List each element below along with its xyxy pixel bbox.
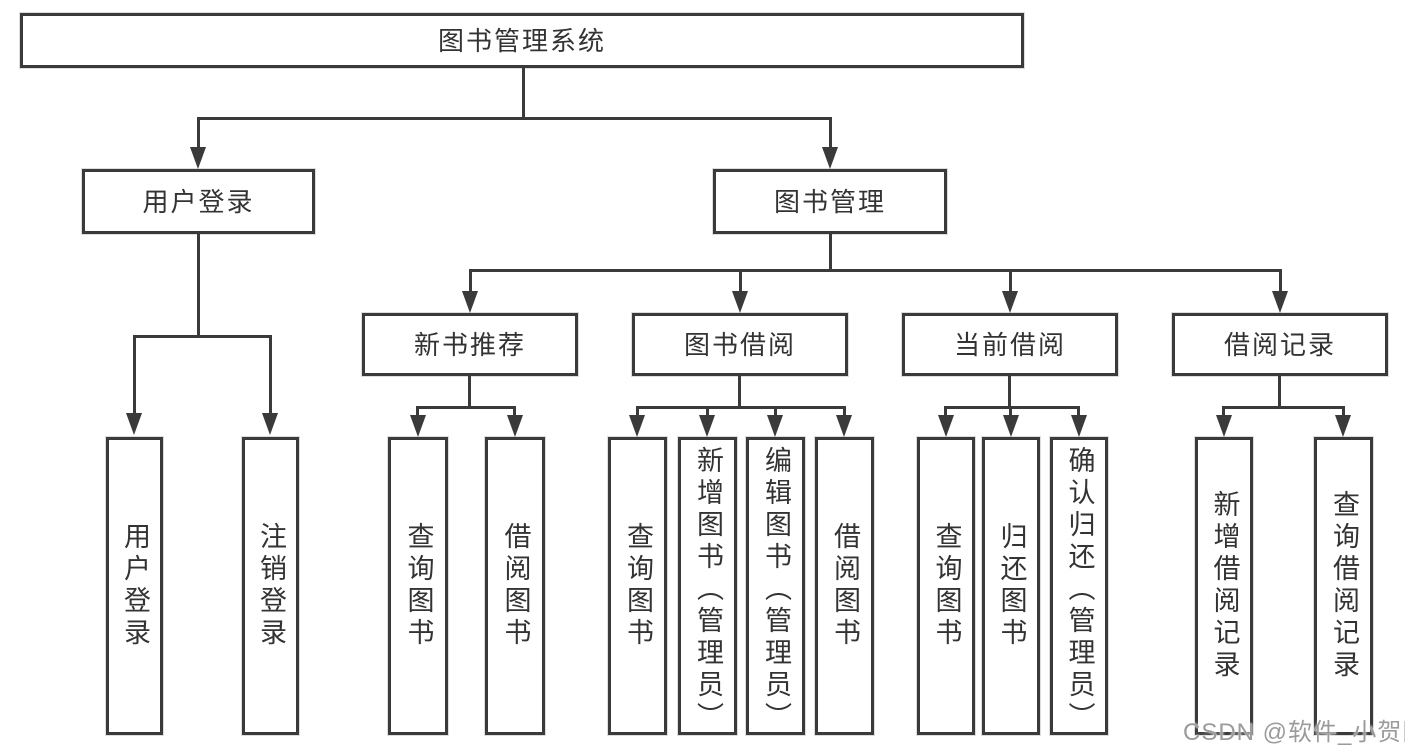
arrow-down-icon <box>822 147 838 169</box>
arrow-down-icon <box>262 413 278 435</box>
arrow-down-icon <box>1071 415 1087 437</box>
connector-root-stem <box>522 68 525 119</box>
connector-drop-user-login <box>197 117 200 149</box>
connector-drop-br-query <box>1342 406 1345 420</box>
connector-drop-bb-edit <box>774 406 777 420</box>
node-book-management: 图书管理 <box>713 169 947 234</box>
arrow-down-icon <box>190 147 206 169</box>
leaf-cb-query-books: 查询图书 <box>917 437 975 735</box>
leaf-bb-add-books-admin: 新增图书（管理员） <box>678 437 737 735</box>
connector-drop-cb-return <box>1009 406 1012 420</box>
connector-book-borrow-stem <box>738 376 741 409</box>
leaf-br-add-record: 新增借阅记录 <box>1195 437 1253 735</box>
arrow-down-icon <box>1003 415 1019 437</box>
connector-drop-borrow-record <box>1279 269 1282 293</box>
leaf-nb-query-books: 查询图书 <box>388 437 448 735</box>
arrow-down-icon <box>410 415 426 437</box>
node-new-book-recommend: 新书推荐 <box>362 313 578 376</box>
connector-drop-book-mgmt <box>829 117 832 149</box>
connector-drop-ul-logout <box>269 335 272 417</box>
connector-user-login-branch <box>133 335 272 338</box>
connector-drop-nb-query <box>416 406 419 420</box>
arrow-down-icon <box>1272 291 1288 313</box>
arrow-down-icon <box>732 291 748 313</box>
connector-drop-current-borrow <box>1009 269 1012 293</box>
arrow-down-icon <box>1216 415 1232 437</box>
leaf-bb-borrow-books: 借阅图书 <box>815 437 874 735</box>
arrow-down-icon <box>767 415 783 437</box>
arrow-down-icon <box>629 415 645 437</box>
connector-drop-nb-borrow <box>513 406 516 420</box>
arrow-down-icon <box>836 415 852 437</box>
connector-book-mgmt-branch <box>469 269 1281 272</box>
arrow-down-icon <box>507 415 523 437</box>
node-root-library-management-system: 图书管理系统 <box>20 13 1024 68</box>
leaf-nb-borrow-books: 借阅图书 <box>485 437 545 735</box>
connector-new-book-stem <box>468 376 471 409</box>
arrow-down-icon <box>1002 291 1018 313</box>
connector-drop-cb-confirm <box>1077 406 1080 420</box>
arrow-down-icon <box>699 415 715 437</box>
connector-root-branch <box>197 117 832 120</box>
connector-drop-new-book <box>469 269 472 293</box>
connector-borrow-record-stem <box>1278 376 1281 409</box>
leaf-cb-confirm-return-admin: 确认归还（管理员） <box>1050 437 1108 735</box>
leaf-bb-edit-books-admin: 编辑图书（管理员） <box>746 437 805 735</box>
node-user-login: 用户登录 <box>82 169 315 234</box>
connector-drop-bb-borrow <box>843 406 846 420</box>
leaf-br-query-record: 查询借阅记录 <box>1314 437 1373 735</box>
connector-book-borrow-branch <box>636 406 846 409</box>
leaf-logout: 注销登录 <box>242 437 299 735</box>
node-current-borrowing: 当前借阅 <box>902 313 1118 376</box>
connector-book-mgmt-stem <box>829 234 832 272</box>
leaf-user-login: 用户登录 <box>106 437 163 735</box>
connector-current-borrow-stem <box>1008 376 1011 409</box>
connector-drop-book-borrow <box>739 269 742 293</box>
csdn-watermark: CSDN @软件_小贺同学 <box>1183 719 1405 746</box>
connector-drop-bb-add <box>706 406 709 420</box>
connector-drop-cb-query <box>944 406 947 420</box>
leaf-cb-return-books: 归还图书 <box>982 437 1040 735</box>
arrow-down-icon <box>462 291 478 313</box>
connector-user-login-stem <box>197 234 200 338</box>
connector-new-book-branch <box>416 406 516 409</box>
arrow-down-icon <box>1335 415 1351 437</box>
node-borrow-records: 借阅记录 <box>1172 313 1388 376</box>
leaf-bb-query-books: 查询图书 <box>608 437 667 735</box>
connector-current-borrow-branch <box>944 406 1080 409</box>
arrow-down-icon <box>938 415 954 437</box>
connector-drop-bb-query <box>636 406 639 420</box>
connector-drop-br-add <box>1222 406 1225 420</box>
connector-borrow-record-branch <box>1222 406 1344 409</box>
arrow-down-icon <box>126 413 142 435</box>
connector-drop-ul-login <box>133 335 136 417</box>
node-book-borrowing: 图书借阅 <box>632 313 848 376</box>
